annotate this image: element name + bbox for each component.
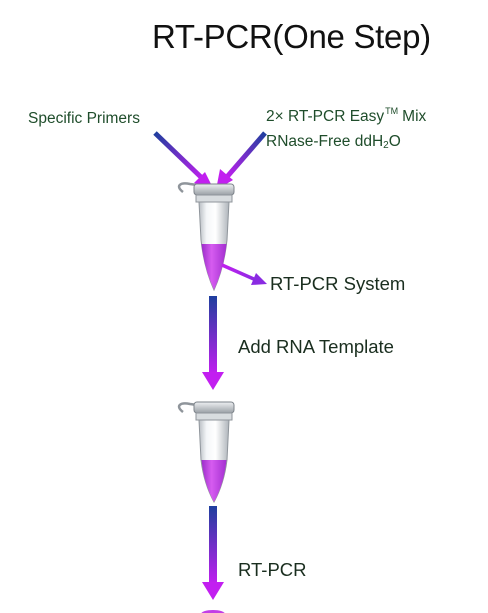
page-title: RT-PCR(One Step) [152,18,431,55]
mix-label-prefix: 2× RT-PCR Easy [266,108,385,125]
system-arrow [221,263,267,285]
trademark-mark: TM [385,106,399,116]
step2-label: RT-PCR [238,559,307,580]
water-label-suffix: O [388,133,401,150]
water-subscript: 2 [383,140,389,151]
next-element-partial [201,610,225,613]
step1-label: Add RNA Template [238,336,394,357]
tube-2 [177,401,235,504]
step2-arrow [202,506,224,600]
tube-1 [177,182,235,292]
primers-label: Specific Primers [28,110,140,127]
water-label: RNase-Free ddH2O [266,133,401,151]
primers-arrow [153,131,214,190]
water-label-prefix: RNase-Free ddH [266,133,384,150]
system-label: RT-PCR System [270,273,406,294]
step1-arrow [202,296,224,390]
mix-label-suffix: Mix [402,108,427,125]
mix-arrow [216,131,267,190]
